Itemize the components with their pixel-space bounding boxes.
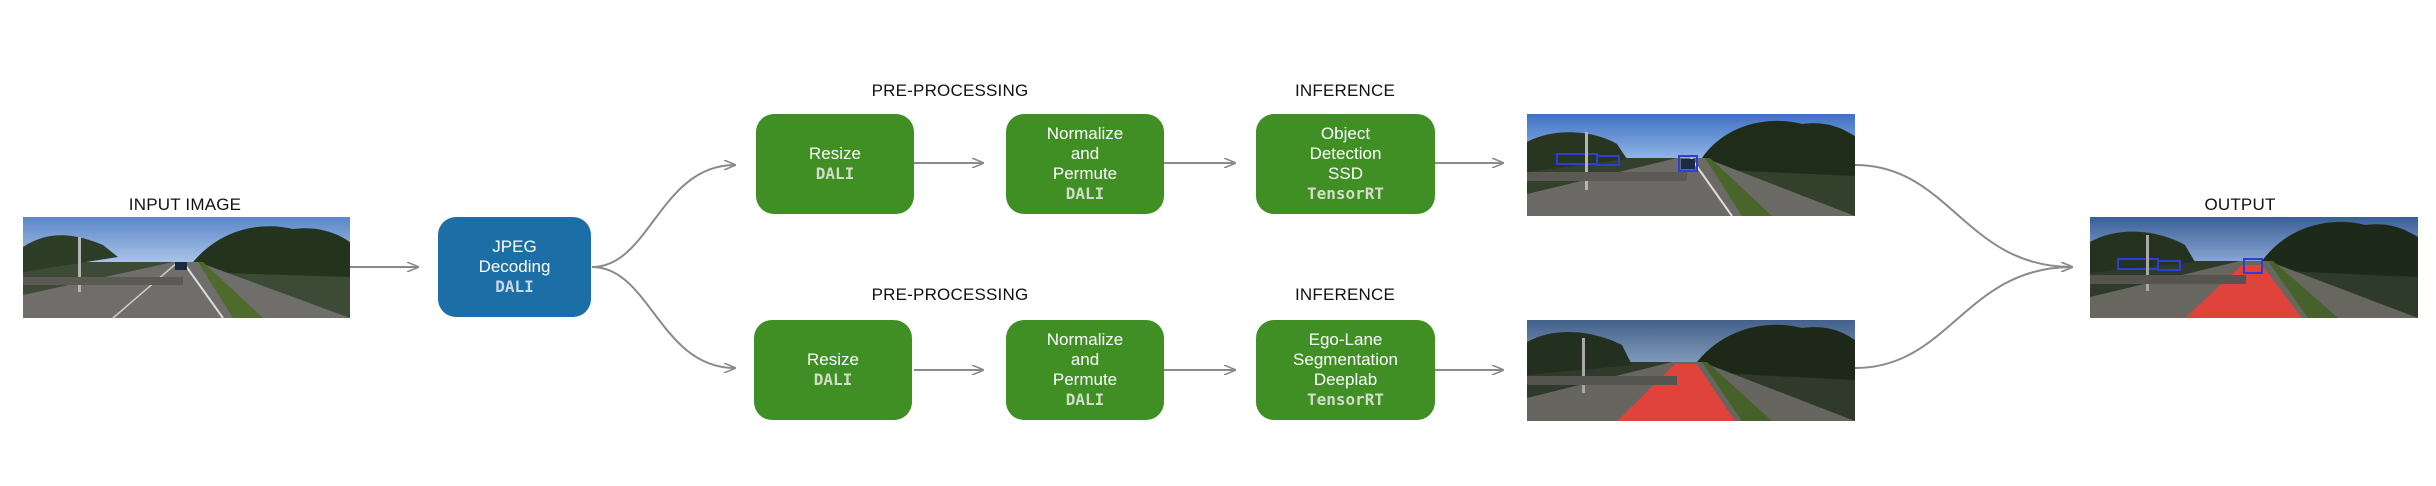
bottom-normalize-box: Normalize and Permute DALI (1006, 320, 1164, 420)
inference-label-bottom: INFERENCE (1294, 285, 1396, 304)
decode-line-1: JPEG (492, 237, 537, 256)
bottom-normalize-line-3: Permute (1052, 370, 1118, 389)
top-normalize-tech: DALI (1065, 184, 1105, 203)
top-model-line-3: SSD (1328, 164, 1363, 183)
bottom-normalize-tech: DALI (1065, 390, 1105, 409)
bottom-resize-box: Resize DALI (754, 320, 912, 420)
arrow-decode-to-top (591, 165, 735, 268)
top-resize-line-1: Resize (809, 144, 861, 163)
bottom-resize-tech: DALI (813, 370, 853, 389)
input-road-image (23, 217, 350, 318)
top-resize-box: Resize DALI (756, 114, 914, 214)
bottom-model-line-2: Segmentation (1293, 350, 1398, 369)
arrow-decode-to-bottom (591, 266, 735, 368)
top-normalize-box: Normalize and Permute DALI (1006, 114, 1164, 214)
top-model-tech: TensorRT (1306, 184, 1385, 203)
input-image-label: INPUT IMAGE (128, 195, 242, 214)
preprocessing-label-top: PRE-PROCESSING (871, 81, 1029, 100)
top-normalize-line-2: and (1070, 144, 1100, 163)
object-detection-box: Object Detection SSD TensorRT (1256, 114, 1435, 214)
output-label: OUTPUT (2204, 195, 2276, 214)
inference-label-top: INFERENCE (1294, 81, 1396, 100)
preprocessing-label-bottom: PRE-PROCESSING (871, 285, 1029, 304)
decode-tech: DALI (495, 277, 534, 296)
output-road-image (2090, 217, 2418, 318)
top-resize-tech: DALI (815, 164, 855, 183)
bottom-model-line-3: Deeplab (1313, 370, 1378, 389)
ego-lane-segmentation-box: Ego-Lane Segmentation Deeplab TensorRT (1256, 320, 1435, 420)
bottom-normalize-line-1: Normalize (1046, 330, 1124, 349)
arrow-bottom-image-to-output (1854, 267, 2072, 369)
bottom-normalize-line-2: and (1070, 350, 1100, 369)
jpeg-decoding-box: JPEG Decoding DALI (438, 217, 591, 317)
segmentation-result-image (1527, 320, 1855, 421)
arrow-top-image-to-output (1854, 164, 2072, 267)
bottom-model-line-1: Ego-Lane (1308, 330, 1383, 349)
top-normalize-line-1: Normalize (1046, 124, 1124, 143)
detection-result-image (1527, 114, 1855, 216)
top-model-line-2: Detection (1309, 144, 1382, 163)
top-normalize-line-3: Permute (1052, 164, 1118, 183)
top-model-line-1: Object (1320, 124, 1371, 143)
bottom-resize-line-1: Resize (807, 350, 859, 369)
bottom-model-tech: TensorRT (1306, 390, 1385, 409)
decode-line-2: Decoding (478, 257, 551, 276)
